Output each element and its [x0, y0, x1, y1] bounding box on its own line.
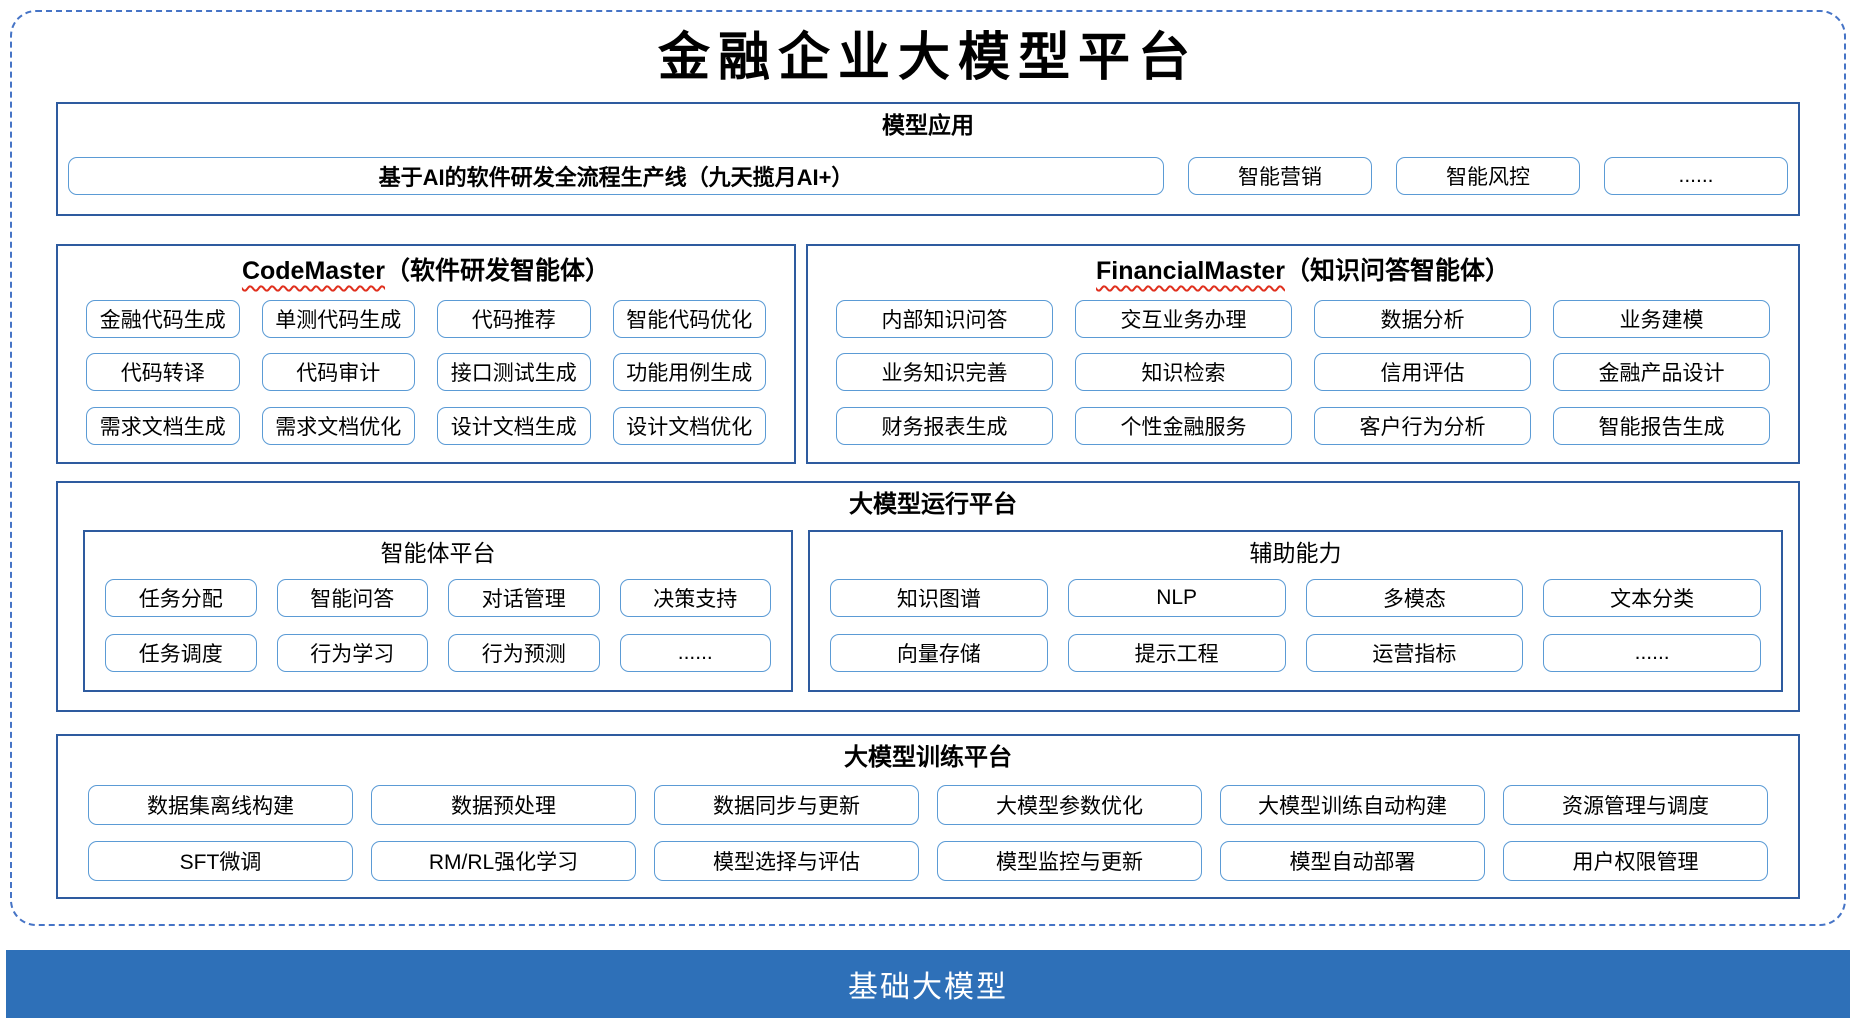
capability-pill: 用户权限管理	[1503, 840, 1768, 881]
capability-pill: 金融产品设计	[1553, 353, 1770, 392]
section-header-model-apps: 模型应用	[882, 111, 974, 138]
capability-pill: 大模型参数优化	[937, 784, 1202, 825]
capability-pill: 业务知识完善	[836, 353, 1053, 392]
capability-pill: 信用评估	[1314, 353, 1531, 392]
agent-title-codemaster: CodeMaster（软件研发智能体）	[86, 256, 766, 286]
subpanel-agent-platform: 智能体平台 任务分配智能问答对话管理决策支持任务调度行为学习行为预测......	[83, 529, 793, 692]
capability-pill: 行为学习	[276, 634, 428, 673]
capability-pill: 代码推荐	[437, 299, 591, 338]
agent-name-en: CodeMaster	[241, 256, 386, 285]
capability-pill: 知识检索	[1075, 353, 1292, 392]
capability-pill: 智能问答	[276, 579, 428, 618]
agent-name-zh: （知识问答智能体）	[1284, 256, 1510, 285]
agent-platform-grid: 任务分配智能问答对话管理决策支持任务调度行为学习行为预测......	[105, 579, 771, 675]
capability-pill: ......	[619, 634, 771, 673]
capability-pill: SFT微调	[88, 840, 353, 881]
capability-pill: 模型选择与评估	[654, 840, 919, 881]
capability-pill: 功能用例生成	[612, 353, 766, 392]
capability-pill: 运营指标	[1305, 634, 1524, 673]
subpanel-aux-capabilities: 辅助能力 知识图谱 NLP 多模态文本分类向量存储提示工程运营指标......	[808, 529, 1783, 692]
capability-pill: 大模型训练自动构建	[1220, 784, 1485, 825]
capability-pill: 数据预处理	[371, 784, 636, 825]
section-header-runtime: 大模型运行平台	[849, 490, 1017, 518]
capability-pill: 资源管理与调度	[1503, 784, 1768, 825]
capability-pill: ......	[1543, 634, 1761, 673]
capability-pill: 设计文档生成	[437, 407, 591, 446]
page-title: 金融企业大模型平台	[657, 27, 1198, 88]
capability-pill: 财务报表生成	[836, 407, 1053, 446]
capability-pill: 个性金融服务	[1075, 407, 1292, 446]
section-model-apps: 模型应用 基于AI的软件研发全流程生产线（九天揽月AI+） 智能营销智能风控..…	[56, 101, 1800, 216]
agents-row: CodeMaster（软件研发智能体） 金融代码生成单测代码生成代码推荐智能代码…	[56, 243, 1800, 464]
capability-pill: 向量存储	[830, 634, 1048, 673]
capability-pill: 多模态	[1305, 579, 1524, 618]
capability-pill: RM/RL强化学习	[371, 840, 636, 881]
capability-pill: 客户行为分析	[1314, 407, 1531, 446]
aux-capabilities-grid: 知识图谱 NLP 多模态文本分类向量存储提示工程运营指标......	[830, 579, 1761, 675]
capability-pill: 智能风控	[1396, 157, 1580, 196]
capability-pill: 需求文档优化	[261, 407, 415, 446]
capability-pill: 业务建模	[1553, 299, 1770, 338]
capability-pill: 智能营销	[1188, 157, 1372, 196]
subpanel-title-agent-platform: 智能体平台	[380, 539, 496, 566]
capability-pill: 智能代码优化	[612, 299, 766, 338]
capability-pill: 文本分类	[1543, 579, 1761, 618]
capability-pill: 接口测试生成	[437, 353, 591, 392]
capability-pill: 模型监控与更新	[937, 840, 1202, 881]
section-runtime-platform: 大模型运行平台 智能体平台 任务分配智能问答对话管理决策支持任务调度行为学习行为…	[56, 480, 1800, 712]
base-model-bar: 基础大模型	[6, 950, 1850, 1018]
capability-pill: 决策支持	[619, 579, 771, 618]
base-model-label: 基础大模型	[848, 971, 1008, 1004]
capability-pill: 金融代码生成	[86, 299, 240, 338]
capability-pill: 代码审计	[261, 353, 415, 392]
section-training-platform: 大模型训练平台 数据集离线构建数据预处理数据同步与更新大模型参数优化大模型训练自…	[56, 733, 1800, 899]
capability-pill: 任务分配	[105, 579, 257, 618]
financialmaster-capability-grid: 内部知识问答交互业务办理数据分析业务建模业务知识完善知识检索信用评估金融产品设计…	[836, 299, 1770, 446]
main-production-line-pill: 基于AI的软件研发全流程生产线（九天揽月AI+）	[68, 157, 1164, 196]
capability-pill: 知识图谱	[830, 579, 1048, 618]
capability-pill: 任务调度	[105, 634, 257, 673]
training-capability-grid: 数据集离线构建数据预处理数据同步与更新大模型参数优化大模型训练自动构建资源管理与…	[88, 784, 1768, 881]
capability-pill: 数据同步与更新	[654, 784, 919, 825]
section-header-training: 大模型训练平台	[844, 743, 1012, 771]
capability-pill: 需求文档生成	[86, 407, 240, 446]
capability-pill: 内部知识问答	[836, 299, 1053, 338]
capability-pill: 提示工程	[1067, 634, 1286, 673]
capability-pill: 数据集离线构建	[88, 784, 353, 825]
agent-name-zh: （软件研发智能体）	[385, 256, 611, 285]
capability-pill: ......	[1604, 157, 1788, 196]
agent-panel-codemaster: CodeMaster（软件研发智能体） 金融代码生成单测代码生成代码推荐智能代码…	[56, 243, 796, 464]
agent-name-en: FinancialMaster	[1096, 256, 1285, 285]
capability-pill: NLP	[1067, 579, 1286, 618]
capability-pill: 交互业务办理	[1075, 299, 1292, 338]
capability-pill: 智能报告生成	[1553, 407, 1770, 446]
capability-pill: 数据分析	[1314, 299, 1531, 338]
codemaster-capability-grid: 金融代码生成单测代码生成代码推荐智能代码优化代码转译代码审计接口测试生成功能用例…	[86, 299, 766, 446]
agent-panel-financialmaster: FinancialMaster（知识问答智能体） 内部知识问答交互业务办理数据分…	[806, 243, 1800, 464]
capability-pill: 单测代码生成	[261, 299, 415, 338]
model-apps-row: 基于AI的软件研发全流程生产线（九天揽月AI+） 智能营销智能风控......	[68, 157, 1788, 196]
capability-pill: 模型自动部署	[1220, 840, 1485, 881]
capability-pill: 代码转译	[86, 353, 240, 392]
subpanel-title-aux-capabilities: 辅助能力	[1249, 539, 1342, 566]
runtime-row: 智能体平台 任务分配智能问答对话管理决策支持任务调度行为学习行为预测......…	[83, 529, 1783, 692]
agent-title-financialmaster: FinancialMaster（知识问答智能体）	[836, 256, 1770, 286]
capability-pill: 对话管理	[448, 579, 600, 618]
capability-pill: 行为预测	[448, 634, 600, 673]
capability-pill: 设计文档优化	[612, 407, 766, 446]
outer-dashed-frame: 金融企业大模型平台 模型应用 基于AI的软件研发全流程生产线（九天揽月AI+） …	[10, 10, 1846, 926]
